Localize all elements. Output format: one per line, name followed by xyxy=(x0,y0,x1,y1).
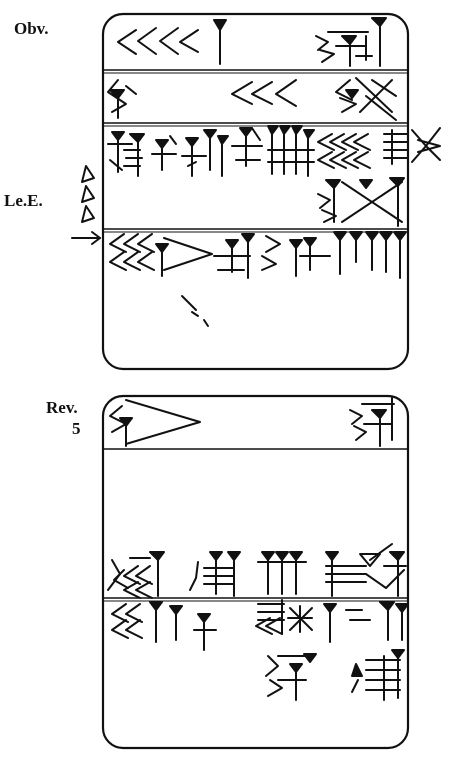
reverse-line-4-signs xyxy=(265,649,405,701)
obverse-line-3-signs xyxy=(107,125,441,177)
obverse-face xyxy=(101,12,410,371)
reverse-line-3-signs xyxy=(111,599,409,651)
reverse-label: Rev. xyxy=(46,398,78,417)
reverse-line-1-signs xyxy=(109,397,395,447)
reverse-line-2-signs xyxy=(107,543,407,599)
obverse-line-4-signs xyxy=(317,177,405,227)
reverse-line-number: 5 xyxy=(72,419,81,438)
obverse-label: Obv. xyxy=(14,19,49,38)
obverse-line-5-signs xyxy=(109,231,407,327)
obverse-line-2-signs xyxy=(107,77,397,121)
left-edge-signs xyxy=(71,165,101,245)
left-edge-label: Le.E. xyxy=(4,191,43,210)
obverse-line-1-signs xyxy=(117,17,387,67)
reverse-face xyxy=(101,394,410,750)
